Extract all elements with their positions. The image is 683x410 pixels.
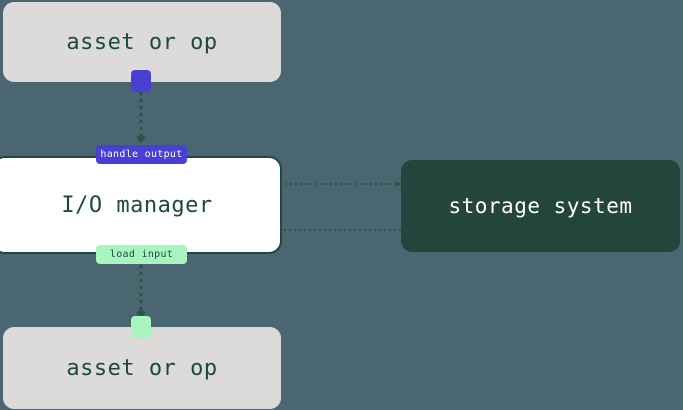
node-asset-or-op-top-label: asset or op [66, 29, 218, 55]
edge-label-handle-output[interactable]: handle output [96, 145, 187, 164]
node-storage-system[interactable]: storage system [401, 160, 680, 252]
node-asset-or-op-top[interactable]: asset or op [3, 2, 281, 82]
node-io-manager[interactable]: I/O manager [0, 156, 282, 254]
edge-label-load-input[interactable]: load input [96, 245, 187, 264]
edge-label-handle-output-text: handle output [100, 149, 183, 160]
edge-label-load-input-text: load input [109, 249, 174, 260]
node-storage-system-label: storage system [448, 194, 633, 218]
output-port-icon[interactable] [131, 70, 151, 92]
node-asset-or-op-bottom[interactable]: asset or op [3, 327, 281, 409]
input-port-icon[interactable] [131, 316, 151, 338]
node-io-manager-label: I/O manager [61, 192, 213, 218]
node-asset-or-op-bottom-label: asset or op [66, 355, 218, 381]
